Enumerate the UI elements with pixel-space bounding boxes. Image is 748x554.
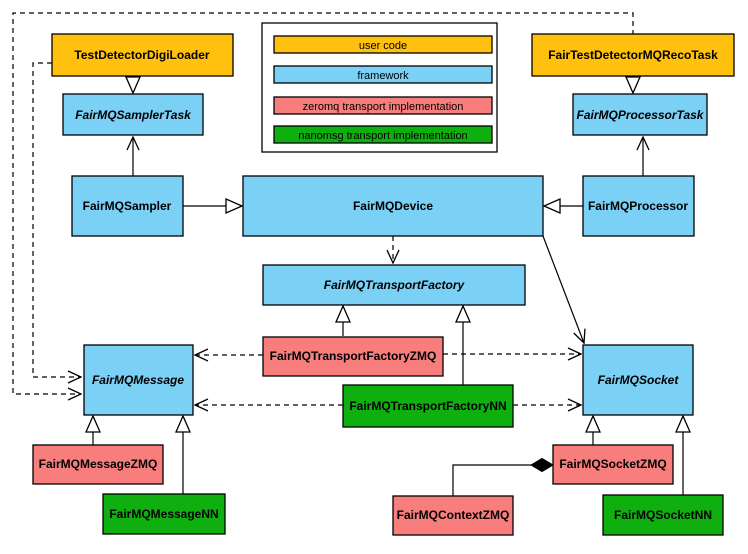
node-fairmq-processor-box	[582, 175, 695, 237]
node-fairmq-processor-task-label: FairMQProcessorTask	[577, 108, 705, 122]
node-fairmq-socket-nn-box	[602, 494, 724, 536]
node-fair-test-detector-mq-reco-task-box	[531, 33, 735, 77]
node-fairmq-transport-factory-zmq-box	[262, 336, 444, 377]
node-fairmq-context-zmq-label: FairMQContextZMQ	[397, 508, 510, 522]
node-test-detector-digi-loader-label: TestDetectorDigiLoader	[74, 48, 209, 62]
node-fairmq-message-zmq: FairMQMessageZMQ	[32, 444, 164, 485]
legend-label-user-code: user code	[359, 40, 407, 52]
node-fairmq-transport-factory-zmq-label: FairMQTransportFactoryZMQ	[270, 349, 437, 363]
legend-swatch-zeromq	[273, 96, 493, 115]
edge-contextzmq-composed-socketzmq	[452, 464, 532, 496]
node-fair-test-detector-mq-reco-task: FairTestDetectorMQRecoTask	[531, 33, 735, 77]
node-fairmq-message-nn-box	[102, 493, 226, 535]
node-fairmq-transport-factory-nn-label: FairMQTransportFactoryNN	[349, 399, 506, 413]
node-fairmq-transport-factory-box	[262, 264, 526, 306]
node-fairmq-socket: FairMQSocket	[582, 344, 694, 416]
node-fairmq-message-label: FairMQMessage	[92, 373, 184, 387]
node-fairmq-context-zmq-box	[392, 495, 514, 536]
edge-device-to-socket	[542, 235, 584, 343]
node-fairmq-device-label: FairMQDevice	[353, 199, 433, 213]
node-fairmq-sampler-task: FairMQSamplerTask	[62, 93, 204, 136]
node-fairmq-socket-label: FairMQSocket	[598, 373, 680, 387]
node-fairmq-transport-factory-nn-box	[342, 384, 514, 428]
legend-swatch-nanomsg	[273, 125, 493, 144]
node-test-detector-digi-loader: TestDetectorDigiLoader	[51, 33, 234, 77]
node-fairmq-processor-label: FairMQProcessor	[588, 199, 688, 213]
legend-label-nanomsg: nanomsg transport implementation	[298, 130, 467, 142]
node-fair-test-detector-mq-reco-task-label: FairTestDetectorMQRecoTask	[548, 48, 718, 62]
node-fairmq-socket-nn: FairMQSocketNN	[602, 494, 724, 536]
node-fairmq-sampler-task-label: FairMQSamplerTask	[75, 108, 192, 122]
node-fairmq-transport-factory: FairMQTransportFactory	[262, 264, 526, 306]
node-fairmq-transport-factory-label: FairMQTransportFactory	[324, 278, 466, 292]
node-fairmq-message-nn: FairMQMessageNN	[102, 493, 226, 535]
legend-swatch-framework	[273, 65, 493, 84]
node-fairmq-message-nn-label: FairMQMessageNN	[109, 507, 218, 521]
node-test-detector-digi-loader-box	[51, 33, 234, 77]
composition-diamond-icon	[530, 457, 554, 473]
node-fairmq-device-box	[242, 175, 544, 237]
node-fairmq-transport-factory-zmq: FairMQTransportFactoryZMQ	[262, 336, 444, 377]
node-fairmq-context-zmq: FairMQContextZMQ	[392, 495, 514, 536]
node-fairmq-message: FairMQMessage	[83, 344, 194, 416]
legend-label-framework: framework	[357, 70, 409, 82]
node-fairmq-sampler: FairMQSampler	[71, 175, 184, 237]
node-fairmq-message-zmq-label: FairMQMessageZMQ	[39, 457, 158, 471]
node-fairmq-sampler-task-box	[62, 93, 204, 136]
node-fairmq-processor-task: FairMQProcessorTask	[572, 93, 708, 136]
node-fairmq-socket-zmq-label: FairMQSocketZMQ	[559, 457, 666, 471]
edge-recotask-to-message	[12, 12, 634, 394]
node-fairmq-processor-task-box	[572, 93, 708, 136]
node-fairmq-message-zmq-box	[32, 444, 164, 485]
node-fairmq-transport-factory-nn: FairMQTransportFactoryNN	[342, 384, 514, 428]
node-fairmq-device: FairMQDevice	[242, 175, 544, 237]
legend-swatch-user-code	[273, 35, 493, 54]
legend: user code framework zeromq transport imp…	[261, 22, 498, 153]
edge-digiloader-to-message	[32, 62, 81, 377]
node-fairmq-socket-box	[582, 344, 694, 416]
node-fairmq-sampler-label: FairMQSampler	[83, 199, 172, 213]
node-fairmq-socket-zmq-box	[552, 444, 674, 485]
node-fairmq-socket-nn-label: FairMQSocketNN	[614, 508, 712, 522]
node-fairmq-socket-zmq: FairMQSocketZMQ	[552, 444, 674, 485]
node-fairmq-message-box	[83, 344, 194, 416]
node-fairmq-sampler-box	[71, 175, 184, 237]
node-fairmq-processor: FairMQProcessor	[582, 175, 695, 237]
legend-label-zeromq: zeromq transport implementation	[303, 101, 464, 113]
